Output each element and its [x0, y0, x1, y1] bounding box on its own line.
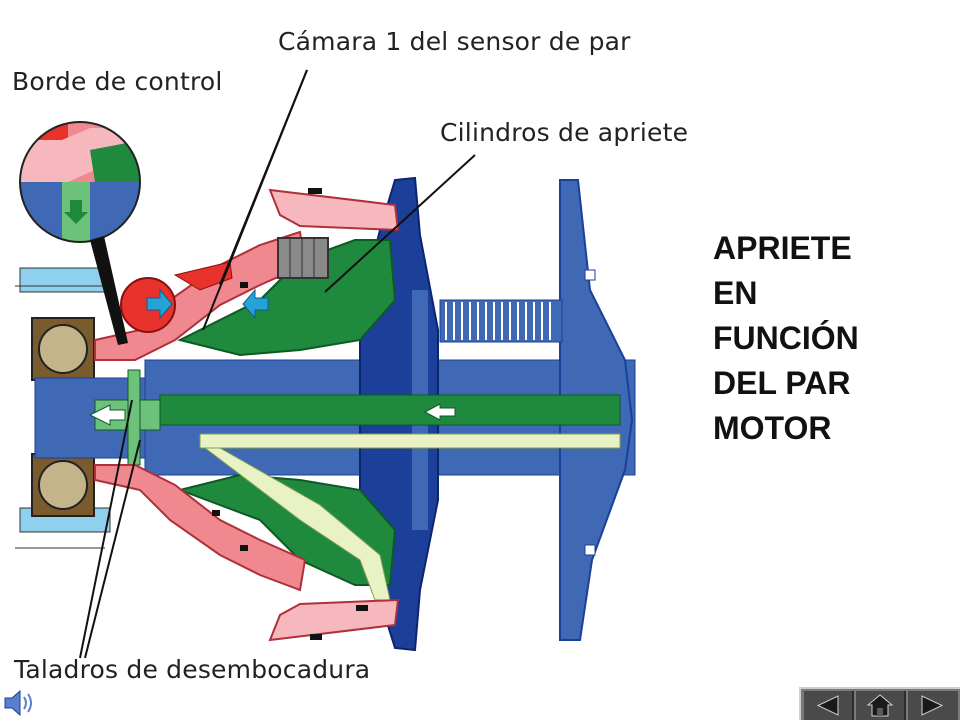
bearing-lower — [31, 453, 95, 517]
label-control-edge: Borde de control — [12, 67, 223, 96]
triangle-left-icon — [816, 695, 839, 716]
title-line: DEL PAR — [713, 365, 851, 401]
label-outlet-bores: Taladros de desembocadura — [14, 655, 371, 684]
title-line: MOTOR — [713, 410, 832, 446]
coupling-element — [277, 237, 329, 279]
home-button[interactable] — [856, 691, 906, 720]
label-torque-sensor-chamber: Cámara 1 del sensor de par — [278, 27, 631, 56]
bearing-upper — [31, 317, 95, 381]
navigation-bar — [799, 687, 960, 720]
callout-leader-lines — [79, 69, 476, 659]
title-line: EN — [713, 275, 758, 311]
flow-direction-arrows — [88, 403, 456, 426]
next-slide-button[interactable] — [908, 691, 958, 720]
spline-teeth — [439, 299, 563, 343]
label-clamping-cylinders: Cilindros de apriete — [440, 118, 689, 147]
title-line: FUNCIÓN — [713, 320, 859, 356]
title-line: APRIETE — [713, 230, 852, 266]
previous-slide-button[interactable] — [804, 691, 854, 720]
oil-flow-arrows — [146, 288, 269, 320]
pressure-chamber-green — [94, 239, 621, 586]
triangle-right-icon — [921, 695, 944, 716]
home-icon — [866, 694, 894, 717]
speaker-icon[interactable] — [2, 686, 36, 720]
slide-title: APRIETE EN FUNCIÓN DEL PAR MOTOR — [713, 226, 913, 451]
o-rings — [212, 188, 368, 640]
